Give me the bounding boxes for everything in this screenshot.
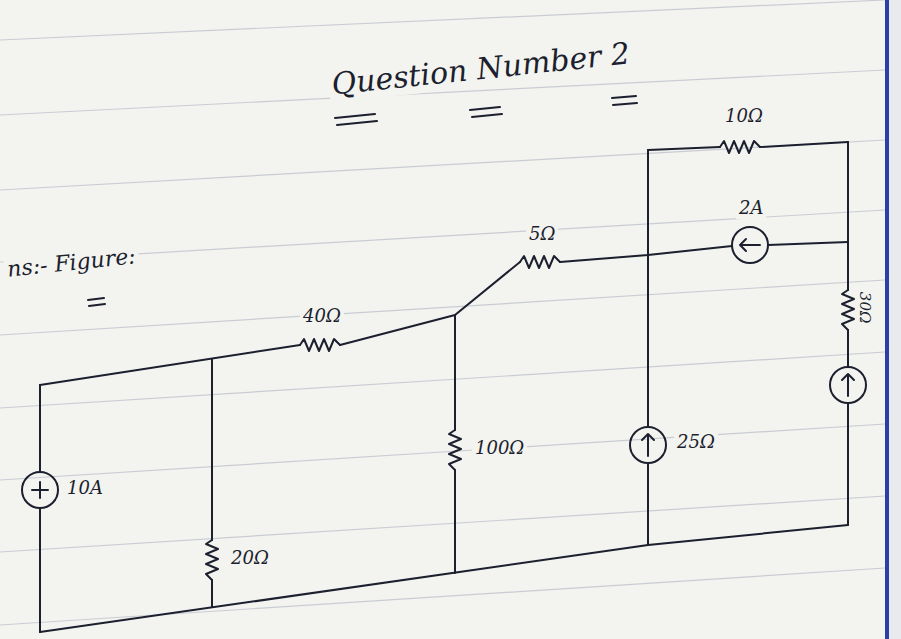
wire	[40, 525, 848, 632]
wire	[340, 262, 520, 345]
margin-line	[885, 0, 889, 639]
wire	[454, 315, 456, 430]
ruled-line	[0, 568, 885, 625]
wire	[760, 142, 848, 147]
resistor-symbol	[520, 256, 560, 268]
wire	[39, 385, 41, 472]
current-source-symbol	[630, 427, 666, 463]
ruled-lines	[0, 0, 885, 625]
source-arrow	[740, 239, 760, 251]
resistor-symbol	[720, 141, 760, 153]
ruled-line	[0, 496, 885, 552]
wire	[847, 403, 849, 525]
resistor-symbol	[842, 290, 854, 330]
underline-mark	[335, 114, 377, 125]
underline-mark	[88, 298, 105, 306]
current-source-symbol	[22, 472, 58, 508]
answer-note: ns:- Figure:	[3, 243, 140, 282]
current-source-symbol	[732, 227, 768, 263]
page-title: Question Number 2	[327, 36, 635, 102]
circuit-wires	[22, 96, 866, 632]
component-value: 20Ω	[228, 548, 272, 569]
ruled-line	[0, 140, 885, 190]
underline-mark	[470, 107, 502, 117]
resistor-symbol	[206, 540, 218, 580]
wire	[40, 345, 300, 385]
ruled-line	[0, 424, 885, 480]
component-value: 2A	[736, 198, 766, 219]
wire	[648, 147, 720, 150]
component-value: 10Ω	[722, 106, 766, 127]
component-value: 10A	[64, 478, 106, 499]
source-plus-mark	[32, 482, 48, 498]
wire	[211, 580, 213, 607]
wire	[847, 330, 849, 367]
current-source-symbol	[830, 367, 866, 403]
component-value: 40Ω	[300, 306, 344, 327]
component-value: 5Ω	[526, 224, 558, 245]
wire	[39, 508, 41, 632]
wire	[768, 242, 848, 245]
ruled-line	[0, 280, 885, 335]
resistor-symbol	[449, 430, 461, 470]
wire	[560, 246, 732, 262]
wire	[647, 150, 649, 427]
source-arrow	[642, 434, 654, 456]
component-value: 30Ω	[856, 289, 873, 327]
wire	[211, 359, 213, 540]
resistor-symbol	[300, 339, 340, 351]
source-arrow	[842, 374, 854, 396]
component-value: 100Ω	[472, 438, 527, 459]
component-value: 25Ω	[674, 432, 718, 453]
wire	[454, 470, 456, 573]
margin-strip	[888, 0, 901, 639]
wire	[847, 142, 849, 290]
wire	[647, 463, 649, 545]
underline-mark	[612, 96, 637, 105]
ruled-line	[0, 352, 885, 408]
ruled-line	[0, 0, 885, 40]
